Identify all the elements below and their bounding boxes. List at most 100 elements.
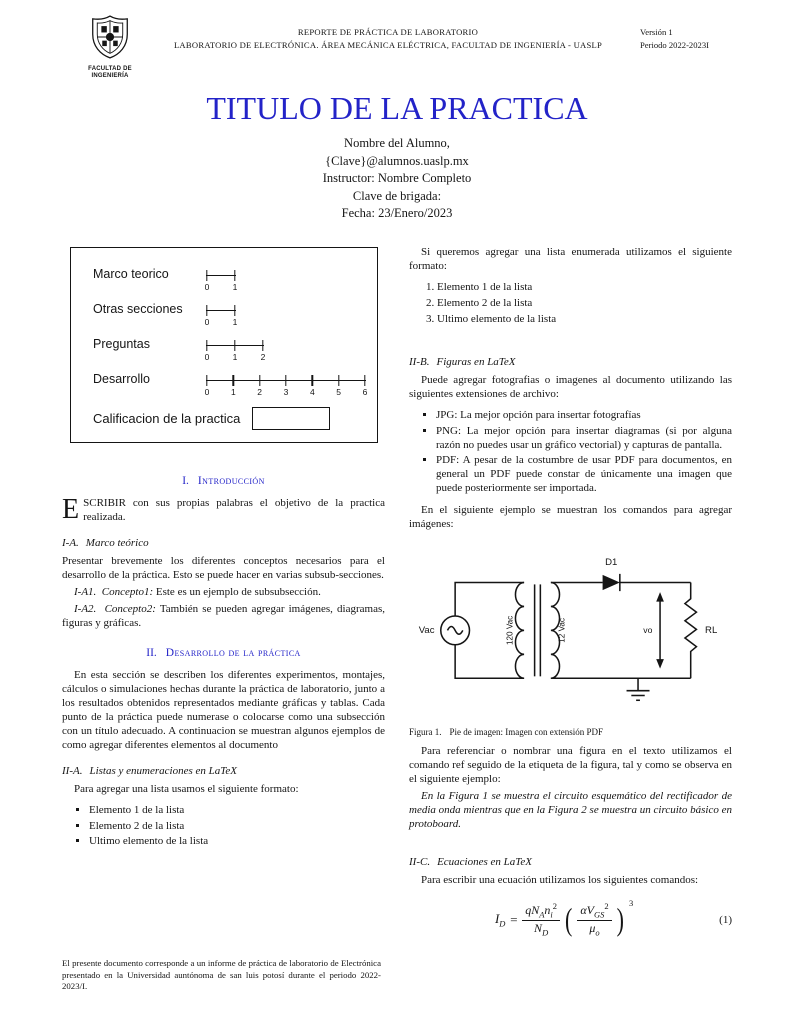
subsection-number: II-A. [62,764,83,777]
close-paren: ) [616,901,624,938]
scale-tick: 0 [205,339,209,362]
subsubsection-heading: I-A2. Concepto2: [74,602,156,615]
logo-caption: FACULTAD DE INGENIERÍA [84,66,136,80]
scale-tick: 0 [205,374,209,397]
scale-tick-number: 0 [204,351,210,362]
concepto1-text: Este es un ejemplo de subsubsección. [153,585,321,598]
load-label: RL [705,625,717,636]
listas-intro-paragraph: Para agregar una lista usamos el siguien… [74,782,299,795]
subsection-number: I-A. [62,536,79,549]
intro-lead-rest: con sus propias palabras el objetivo de … [83,496,385,523]
example-intro-paragraph: En el siguiente ejemplo se muestran los … [409,503,732,530]
figure-caption-label: Figura 1. [409,726,442,737]
subsubsection-concepto1: I-A1. Concepto1: Este es un ejemplo de s… [62,585,385,599]
equation-number: (1) [719,913,732,926]
equation-lhs: ID [494,911,506,929]
scale-tick: 1 [233,304,237,327]
figure-reference-example: En la Figura 1 se muestra el circuito es… [409,789,732,830]
figure-1: Vac 120 Vac 12 Vac D1 vo RL Figura 1. Pie… [409,546,732,738]
equation-exponent: 3 [628,897,634,908]
bullet-list: Elemento 1 de la lista Elemento 2 de la … [62,802,385,850]
scale-line [206,309,236,311]
author-block: Nombre del Alumno, {Clave}@alumnos.uaslp… [0,135,794,223]
subsection-title: Listas y enumeraciones en LaTeX [89,764,237,777]
equation-fraction-2: αVGS2 μo [577,901,612,939]
open-paren: ( [565,901,573,938]
scale-tick-number: 2 [257,386,263,397]
section-title: Introducción [197,474,265,487]
source-label: Vac [418,625,434,636]
university-logo: FACULTAD DE INGENIERÍA [84,14,136,80]
subsection-heading-listas: II-A. Listas y enumeraciones en LaTeX [62,765,385,777]
logo-caption-line1: FACULTAD DE [88,66,132,72]
header-lab-line: LABORATORIO DE ELECTRÓNICA. ÁREA MECÁNIC… [173,40,603,50]
subsubsection-concepto2: I-A2. Concepto2: También se pueden agreg… [62,602,385,630]
list-item: Ultimo elemento de la lista [89,834,385,848]
instructor-line: Instructor: Nombre Completo [322,171,472,185]
list-item: Elemento 1 de la lista [437,280,732,295]
circuit-diagram: Vac 120 Vac 12 Vac D1 vo RL [409,546,732,714]
scale-tick: 5 [336,374,341,397]
score-label: Calificacion de la practica [93,410,241,426]
period-label: Periodo 2022-2023I [640,40,709,50]
section-heading-desarrollo: II.Desarrollo de la práctica [62,647,385,659]
right-column: Si queremos agregar una lista enumerada … [409,245,732,993]
scale-tick: 4 [310,374,315,397]
scale-tick: 6 [363,374,367,397]
scale-tick-number: 0 [204,281,210,292]
scale-tick-number: 4 [309,386,315,397]
document-header: FACULTAD DE INGENIERÍA REPORTE DE PRÁCTI… [0,0,794,80]
enum-intro-paragraph: Si queremos agregar una lista enumerada … [409,245,732,272]
desarrollo-paragraph: En esta sección se describen los diferen… [62,668,385,751]
list-item: JPG: La mejor opción para insertar fotog… [436,408,732,422]
numbered-list: Elemento 1 de la lista Elemento 2 de la … [409,279,732,328]
file-format-list: JPG: La mejor opción para insertar fotog… [409,407,732,497]
score-input-box [252,406,331,430]
subsection-number: II-B. [409,355,430,368]
university-crest-icon [92,15,128,59]
date-line: Fecha: 23/Enero/2023 [341,206,453,220]
intro-lead-word: SCRIBIR [83,496,126,509]
scale-tick-number: 1 [232,316,238,327]
rubric-label: Marco teorico [93,266,169,281]
section-heading-introduccion: I. Introducción [62,475,385,487]
list-item: Ultimo elemento de la lista [437,312,732,327]
subsection-heading-marco-teorico: I-A.Marco teórico [62,537,385,549]
list-item: PNG: La mejor opción para insertar diagr… [436,424,732,452]
header-version-block: Versión 1 Periodo 2022-2023I [640,14,752,52]
figuras-intro-paragraph: Puede agregar fotografias o imagenes al … [409,373,732,400]
section-number: II. [146,646,157,659]
rubric-label: Desarrollo [93,371,150,386]
subsection-number: II-C. [409,855,431,868]
scale-tick: 2 [257,374,262,397]
figure-caption: Figura 1. Pie de imagen: Imagen con exten… [409,726,732,738]
equation-1: ID = qNAni2 ND ( αVGS2 μo )3 (1) [409,898,732,939]
scale-tick: 1 [233,339,237,362]
scale-tick: 3 [284,374,288,397]
scale-tick: 1 [231,374,236,397]
author-email: {Clave}@alumnos.uaslp.mx [325,153,469,168]
brigade-line: Clave de brigada: [352,188,442,203]
subsection-title: Figuras en LaTeX [436,355,516,368]
drop-cap: E [62,493,80,525]
rubric-label: Otras secciones [93,301,183,316]
subsection-title: Ecuaciones en LaTeX [437,855,532,868]
scale-tick-number: 3 [283,386,289,397]
primary-voltage-label: 120 Vac [505,615,514,644]
secondary-voltage-label: 12 Vac [557,618,566,643]
section-number: I. [182,474,189,487]
diode-label: D1 [605,557,617,568]
figure-caption-text: Pie de imagen: Imagen con extensión PDF [449,726,603,737]
list-item: PDF: A pesar de la costumbre de usar PDF… [436,453,732,495]
equation-fraction-1: qNAni2 ND [522,901,561,939]
subsection-heading-figuras: II-B. Figuras en LaTeX [409,356,732,368]
